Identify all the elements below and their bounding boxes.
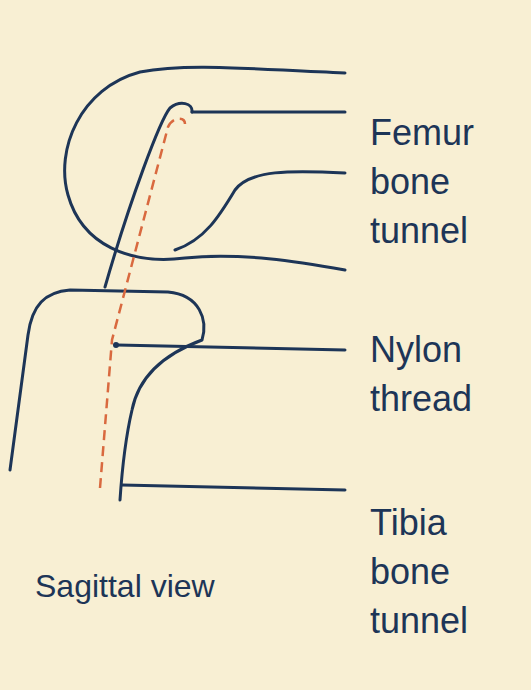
- view-caption: Sagittal view: [35, 566, 215, 606]
- leader-line: [192, 111, 345, 114]
- femur-outline: [65, 67, 345, 270]
- part-label: Femur bone tunnel: [370, 108, 520, 255]
- nylon-thread: [100, 119, 185, 488]
- leader-line: [117, 345, 345, 350]
- part-label: Tibia bone tunnel: [370, 498, 520, 645]
- thread-point: [113, 342, 119, 348]
- leader-line: [122, 485, 345, 490]
- femur-condyle-contour: [175, 172, 345, 250]
- femur-tunnel-wall: [105, 103, 192, 287]
- tibia-outline: [10, 290, 204, 500]
- part-label: Nylon thread: [370, 325, 520, 423]
